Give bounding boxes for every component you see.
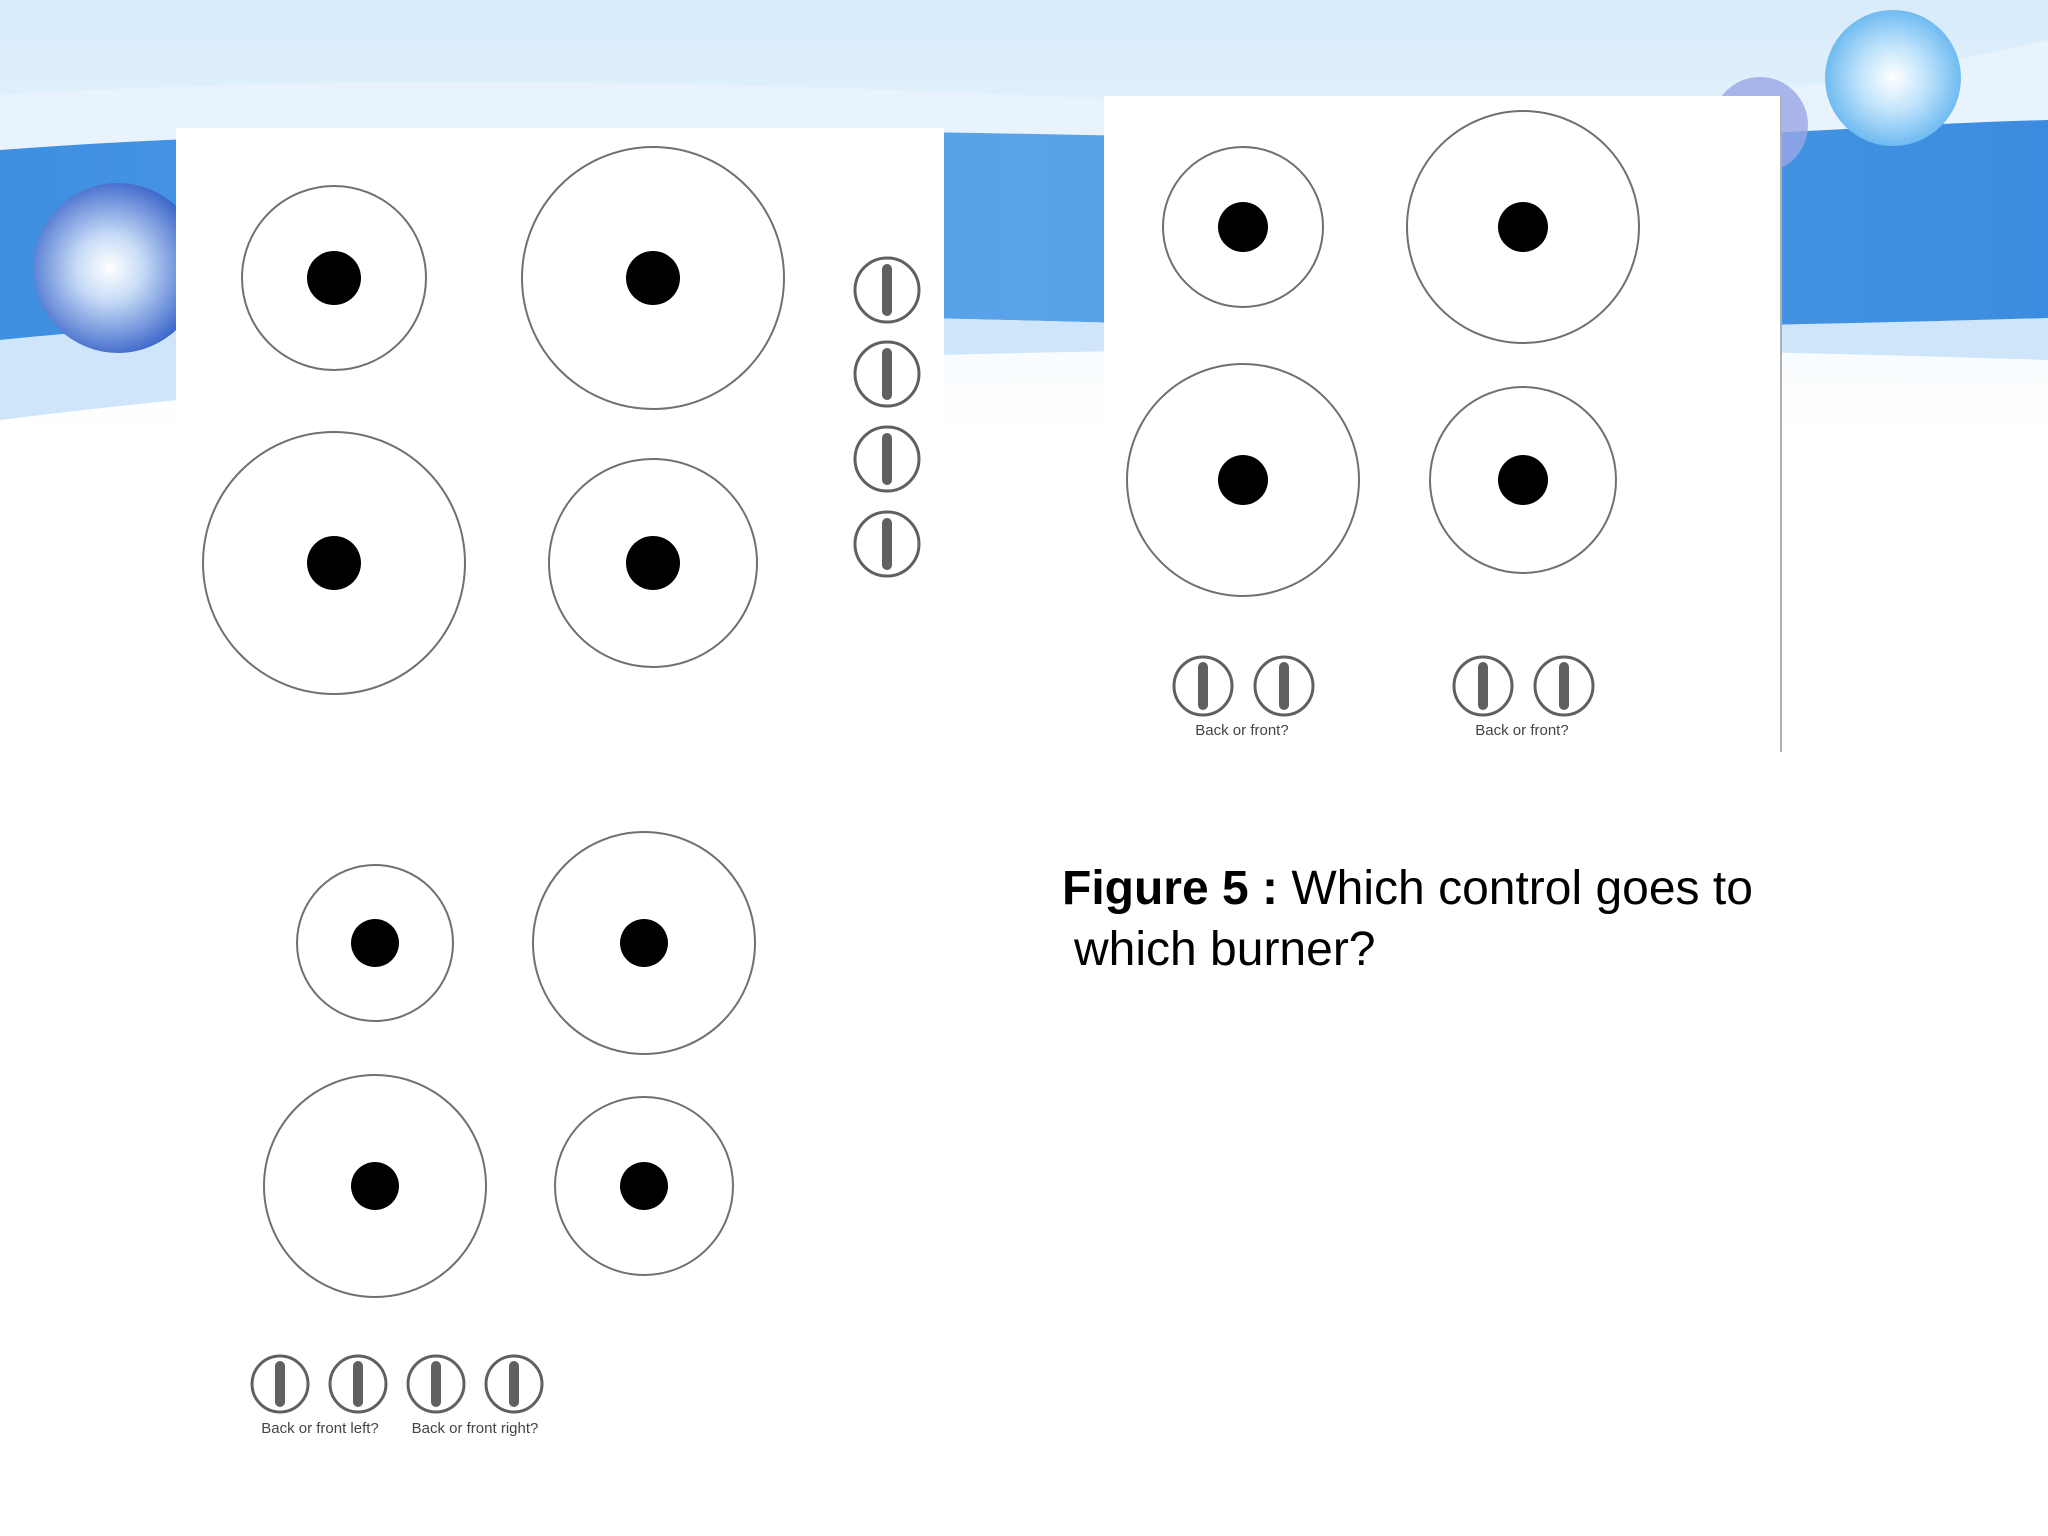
control-knob[interactable] — [406, 1354, 466, 1414]
caption-line-1: Which control goes to — [1278, 862, 1753, 915]
control-knob[interactable] — [853, 425, 921, 493]
figure-caption: Figure 5 : Which control goes to which b… — [1062, 858, 1962, 980]
control-knob[interactable] — [484, 1354, 544, 1414]
stove-panel-side-controls — [176, 128, 944, 758]
control-knob[interactable] — [853, 256, 921, 324]
control-knob[interactable] — [250, 1354, 310, 1414]
figure-label: Figure 5 : — [1062, 862, 1279, 915]
controls-label-right: Back or front? — [1475, 722, 1569, 739]
controls-label-left: Back or front? — [1195, 722, 1289, 739]
control-knob[interactable] — [328, 1354, 388, 1414]
control-knob[interactable] — [1172, 655, 1234, 717]
control-knob[interactable] — [853, 510, 921, 578]
stove-panel-paired-controls: Back or front? Back or front? — [1104, 96, 1782, 752]
control-knob[interactable] — [1533, 655, 1595, 717]
controls-label-left: Back or front left? — [261, 1420, 379, 1437]
control-knob[interactable] — [853, 340, 921, 408]
blue-orb-icon — [33, 183, 203, 353]
controls-label-right: Back or front right? — [411, 1420, 539, 1437]
caption-line-2: which burner? — [1074, 923, 1376, 976]
control-knobs-column — [853, 256, 921, 578]
control-knob[interactable] — [1452, 655, 1514, 717]
light-orb-icon — [1825, 10, 1961, 146]
control-knob[interactable] — [1253, 655, 1315, 717]
stove-panel-row-controls: Back or front left? Back or front right? — [220, 800, 840, 1460]
